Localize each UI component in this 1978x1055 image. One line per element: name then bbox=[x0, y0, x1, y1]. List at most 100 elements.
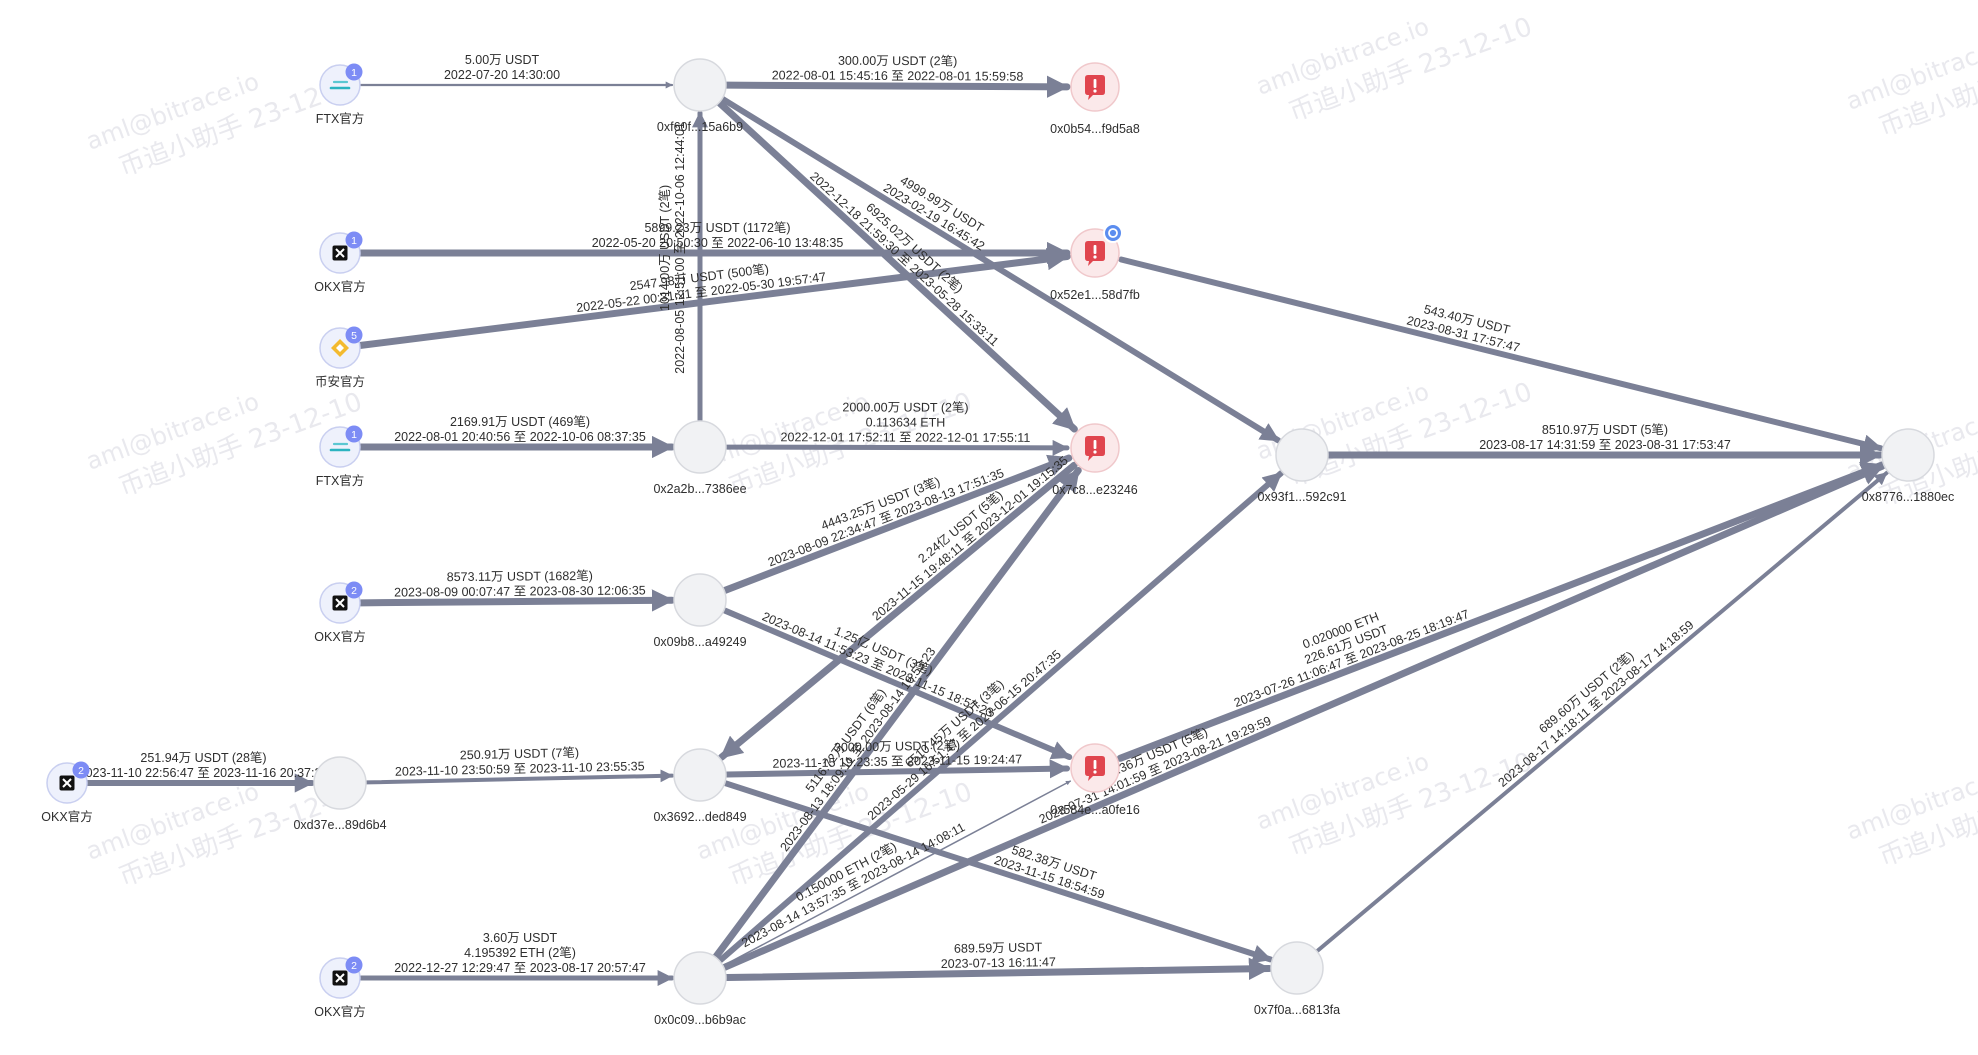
edge-bnb1-to-r2[interactable] bbox=[357, 247, 1071, 349]
address-node-circle[interactable] bbox=[313, 756, 367, 810]
edge-a6-to-r4[interactable] bbox=[723, 780, 1072, 967]
edge-label-line: 2022-12-27 12:29:47 至 2023-08-17 20:57:4… bbox=[394, 961, 646, 975]
edge-a6-to-m2[interactable] bbox=[723, 957, 1273, 982]
edge-label-line: 3000.00万 USDT (2笔) bbox=[834, 737, 960, 754]
node-label: 0x2a2b...7386ee bbox=[653, 482, 746, 496]
edge-label-line: 2022-12-01 17:52:11 至 2022-12-01 17:55:1… bbox=[781, 430, 1031, 445]
risk-alert-icon bbox=[1085, 756, 1105, 781]
edge-a4-to-r4[interactable] bbox=[723, 759, 1071, 779]
edge-label-line: 2022-07-20 14:30:00 bbox=[444, 68, 560, 82]
edge-label-a5-to-a4: 250.91万 USDT (7笔)2023-11-10 23:50:59 至 2… bbox=[395, 745, 645, 779]
node-label: 0x52e1...58d7fb bbox=[1050, 288, 1140, 302]
edge-label-line: 2023-11-10 22:56:47 至 2023-11-16 20:37:3… bbox=[79, 766, 329, 780]
ftx-logo-icon bbox=[329, 442, 351, 452]
address-node-circle[interactable] bbox=[673, 573, 727, 627]
node-r2[interactable]: 0x52e1...58d7fb bbox=[1050, 223, 1140, 302]
node-m2[interactable]: 0x7f0a...6813fa bbox=[1254, 941, 1340, 1017]
edge-label-line: 2022-08-05 12:51:00 至 2022-10-06 12:44:0… bbox=[673, 122, 687, 374]
edge-r2-to-t1[interactable] bbox=[1118, 256, 1884, 454]
node-a5[interactable]: 0xd37e...89d6b4 bbox=[293, 756, 387, 832]
edge-label-okx2-to-a3: 8573.11万 USDT (1682笔)2023-08-09 00:07:47… bbox=[394, 568, 646, 600]
node-r1[interactable]: 0x0b54...f9d5a8 bbox=[1050, 62, 1140, 136]
edge-label-line: 5.00万 USDT bbox=[465, 53, 540, 67]
edge-a1-to-r1[interactable] bbox=[723, 75, 1071, 98]
node-a1[interactable]: 0xf60f...15a6b9 bbox=[657, 58, 743, 134]
node-count-badge: 1 bbox=[345, 425, 363, 443]
edge-label-line: 2023-11-15 19:23:35 至 2023-11-15 19:24:4… bbox=[772, 752, 1022, 770]
node-layer: 1FTX官方1OKX官方5币安官方1FTX官方2OKX官方2OKX官方2OKX官… bbox=[41, 58, 1954, 1027]
node-count-badge: 1 bbox=[345, 231, 363, 249]
edge-a2-to-r3[interactable] bbox=[724, 439, 1070, 456]
node-count-badge-text: 1 bbox=[351, 67, 357, 79]
ftx-logo-icon bbox=[329, 80, 351, 90]
node-count-badge-text: 2 bbox=[351, 960, 357, 972]
node-label: OKX官方 bbox=[41, 809, 92, 824]
node-label: 币安官方 bbox=[315, 374, 365, 389]
edge-m2-to-t1[interactable] bbox=[1315, 471, 1889, 953]
okx-logo-icon bbox=[332, 245, 348, 261]
edge-label-m2-to-t1: 689.60万 USDT (2笔)2023-08-17 14:18:11 至 2… bbox=[1496, 618, 1697, 790]
node-m1[interactable]: 0x93f1...592c91 bbox=[1258, 428, 1347, 504]
address-node-circle[interactable] bbox=[673, 748, 727, 802]
binance-logo-icon bbox=[331, 339, 349, 357]
edge-label-ftx2-to-a2: 2169.91万 USDT (469笔)2022-08-01 20:40:56 … bbox=[394, 414, 646, 444]
node-a2[interactable]: 0x2a2b...7386ee bbox=[653, 420, 747, 496]
address-node-circle[interactable] bbox=[1270, 941, 1324, 995]
address-node-circle[interactable] bbox=[673, 420, 727, 474]
edge-a1-to-r3[interactable] bbox=[716, 99, 1078, 433]
edge-label-line: 4.195392 ETH (2笔) bbox=[464, 945, 576, 960]
edge-a6-to-r3[interactable] bbox=[712, 466, 1082, 960]
edge-label-line: 0.113634 ETH bbox=[866, 415, 946, 429]
edge-a5-to-a4[interactable] bbox=[364, 769, 675, 785]
node-label: 0x7f0a...6813fa bbox=[1254, 1003, 1340, 1017]
edge-label-a4-to-r4: 3000.00万 USDT (2笔)2023-11-15 19:23:35 至 … bbox=[772, 737, 1022, 770]
edge-label-line: 5899.23万 USDT (1172笔) bbox=[644, 220, 790, 235]
node-label: 0x3692...ded849 bbox=[653, 810, 746, 824]
edge-a6-to-m1[interactable] bbox=[717, 470, 1284, 964]
node-label: FTX官方 bbox=[316, 111, 365, 126]
address-node-circle[interactable] bbox=[1881, 428, 1935, 482]
edge-label-line: 1014.00万 USDT (2笔) bbox=[657, 185, 672, 311]
edge-a1-to-m1[interactable] bbox=[720, 96, 1282, 444]
node-a3[interactable]: 0x09b8...a49249 bbox=[653, 573, 747, 649]
node-count-badge: 2 bbox=[345, 956, 363, 974]
edge-label-line: 251.94万 USDT (28笔) bbox=[140, 750, 266, 765]
edge-a4-to-m2[interactable] bbox=[722, 780, 1274, 964]
okx-logo-icon bbox=[332, 970, 348, 986]
address-node-circle[interactable] bbox=[1275, 428, 1329, 482]
address-node-circle[interactable] bbox=[673, 951, 727, 1005]
node-label: 0xd37e...89d6b4 bbox=[293, 818, 386, 832]
edge-label-line: 2023-11-10 23:50:59 至 2023-11-10 23:55:3… bbox=[395, 759, 645, 779]
node-label: OKX官方 bbox=[314, 1004, 365, 1019]
node-label: 0x584e...a0fe16 bbox=[1050, 803, 1140, 817]
edge-label-line: 2023-08-09 00:07:47 至 2023-08-30 12:06:3… bbox=[394, 583, 646, 599]
node-a6[interactable]: 0x0c09...b6b9ac bbox=[654, 951, 746, 1027]
edge-okx2-to-a3[interactable] bbox=[357, 589, 676, 612]
node-label: 0x09b8...a49249 bbox=[653, 635, 746, 649]
edge-label-a2-to-r3: 2000.00万 USDT (2笔)0.113634 ETH2022-12-01… bbox=[781, 399, 1031, 445]
node-r4[interactable]: 0x584e...a0fe16 bbox=[1050, 743, 1140, 817]
node-t1[interactable]: 0x8776...1880ec bbox=[1862, 428, 1954, 504]
edge-label-a2-to-a1: 1014.00万 USDT (2笔)2022-08-05 12:51:00 至 … bbox=[657, 122, 687, 374]
address-node-circle[interactable] bbox=[673, 58, 727, 112]
node-a4[interactable]: 0x3692...ded849 bbox=[653, 748, 747, 824]
edge-r3-to-a4[interactable] bbox=[718, 461, 1078, 761]
node-count-badge-text: 2 bbox=[351, 585, 357, 597]
edge-a3-to-r4[interactable] bbox=[721, 607, 1073, 761]
edge-r4-to-t1[interactable] bbox=[1116, 461, 1886, 762]
edge-a3-to-r3[interactable] bbox=[721, 454, 1073, 594]
node-r3[interactable]: 0x7c8...e23246 bbox=[1052, 423, 1138, 497]
edge-a6-to-t1[interactable] bbox=[721, 462, 1886, 971]
